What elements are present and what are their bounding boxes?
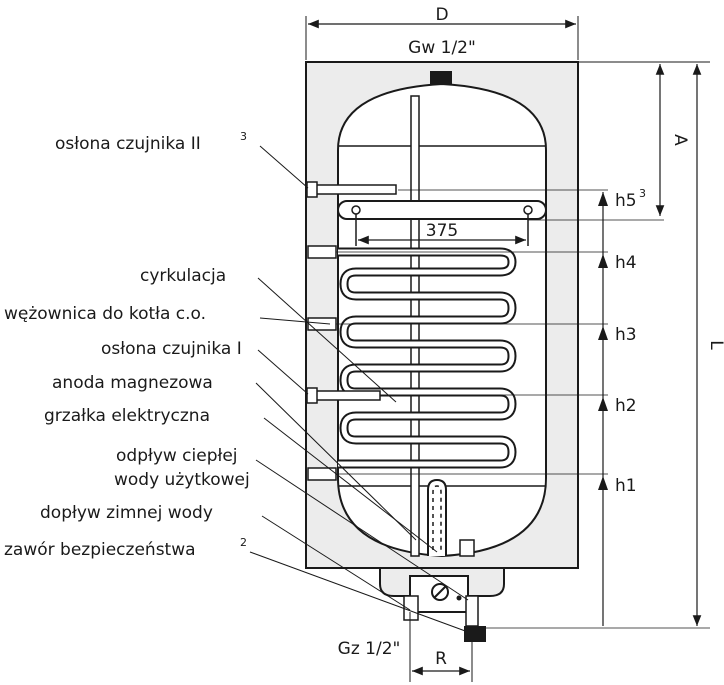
label-magnesium-anode: anoda magnezowa (52, 373, 213, 393)
label-sensor-sleeve-1: osłona czujnika I (101, 339, 242, 359)
label-cold-water: dopływ zimnej wody (40, 503, 213, 523)
bracket-hole-left (351, 205, 361, 215)
d-label: D (435, 5, 448, 25)
label-electric-heater: grzałka elektryczna (44, 406, 210, 426)
sensor-sleeve-1 (315, 390, 381, 401)
leader-boiler-coil (259, 317, 331, 325)
label-hot-water-line-1: odpływ ciepłej (116, 446, 238, 466)
gz-label: Gz 1/2" (338, 639, 401, 659)
outlet-pipe (465, 595, 479, 627)
h5-arrow (598, 192, 608, 206)
h3-arrow (598, 326, 608, 340)
a-label: A (670, 134, 690, 146)
label-safety-valve: zawór bezpieczeństwa (4, 540, 196, 560)
electric-heater (427, 478, 447, 556)
top-fitting (430, 71, 452, 85)
l-label: L (706, 340, 724, 350)
anode-rod (410, 95, 420, 557)
label-sensor-sleeve-2: osłona czujnika II (55, 134, 201, 154)
h1-arrow (598, 476, 608, 490)
h4-label: h4 (615, 253, 637, 273)
label-boiler-coil: wężownica do kotła c.o. (4, 304, 206, 324)
h5-label: h5 (615, 191, 637, 211)
coil-outlet-connector (307, 467, 337, 481)
leader-cold-water (261, 515, 411, 611)
sensor-sleeve-1-cap (306, 387, 318, 404)
heating-coil-inner (338, 249, 515, 467)
safety-valve-body (464, 626, 486, 642)
circulation-connector (307, 317, 337, 331)
leader-electric-heater (263, 417, 438, 553)
gw-label: Gw 1/2" (408, 38, 476, 58)
leader-magnesium-anode (255, 382, 417, 541)
coil-inlet-connector (307, 245, 337, 259)
label-hot-water-line-2: wody użytkowej (114, 470, 250, 490)
hot-water-pipe (459, 539, 475, 557)
leader-hot-water (255, 459, 469, 601)
electric-heater-core (432, 485, 442, 550)
leader-sensor-sleeve-2 (259, 145, 309, 189)
h5-superscript: 3 (639, 187, 646, 200)
h2-arrow (598, 397, 608, 411)
leader-safety-valve (249, 551, 469, 633)
label-safety-valve-sup: 2 (240, 536, 247, 549)
indicator-dot (456, 595, 462, 601)
coil-width-label: 375 (426, 221, 458, 241)
bracket-hole-right (523, 205, 533, 215)
h1-label: h1 (615, 476, 637, 496)
h4-arrow (598, 254, 608, 268)
sensor-sleeve-2-cap (306, 181, 318, 198)
h3-label: h3 (615, 325, 637, 345)
label-circulation: cyrkulacja (140, 266, 226, 286)
leader-circulation (257, 277, 397, 403)
h2-label: h2 (615, 396, 637, 416)
label-sensor-sleeve-2-sup: 3 (240, 130, 247, 143)
r-label: R (435, 649, 447, 669)
mounting-bracket (337, 200, 547, 220)
sensor-sleeve-2 (315, 184, 397, 195)
thermostat-knob-mark (433, 585, 447, 599)
leader-sensor-sleeve-1 (257, 349, 309, 395)
